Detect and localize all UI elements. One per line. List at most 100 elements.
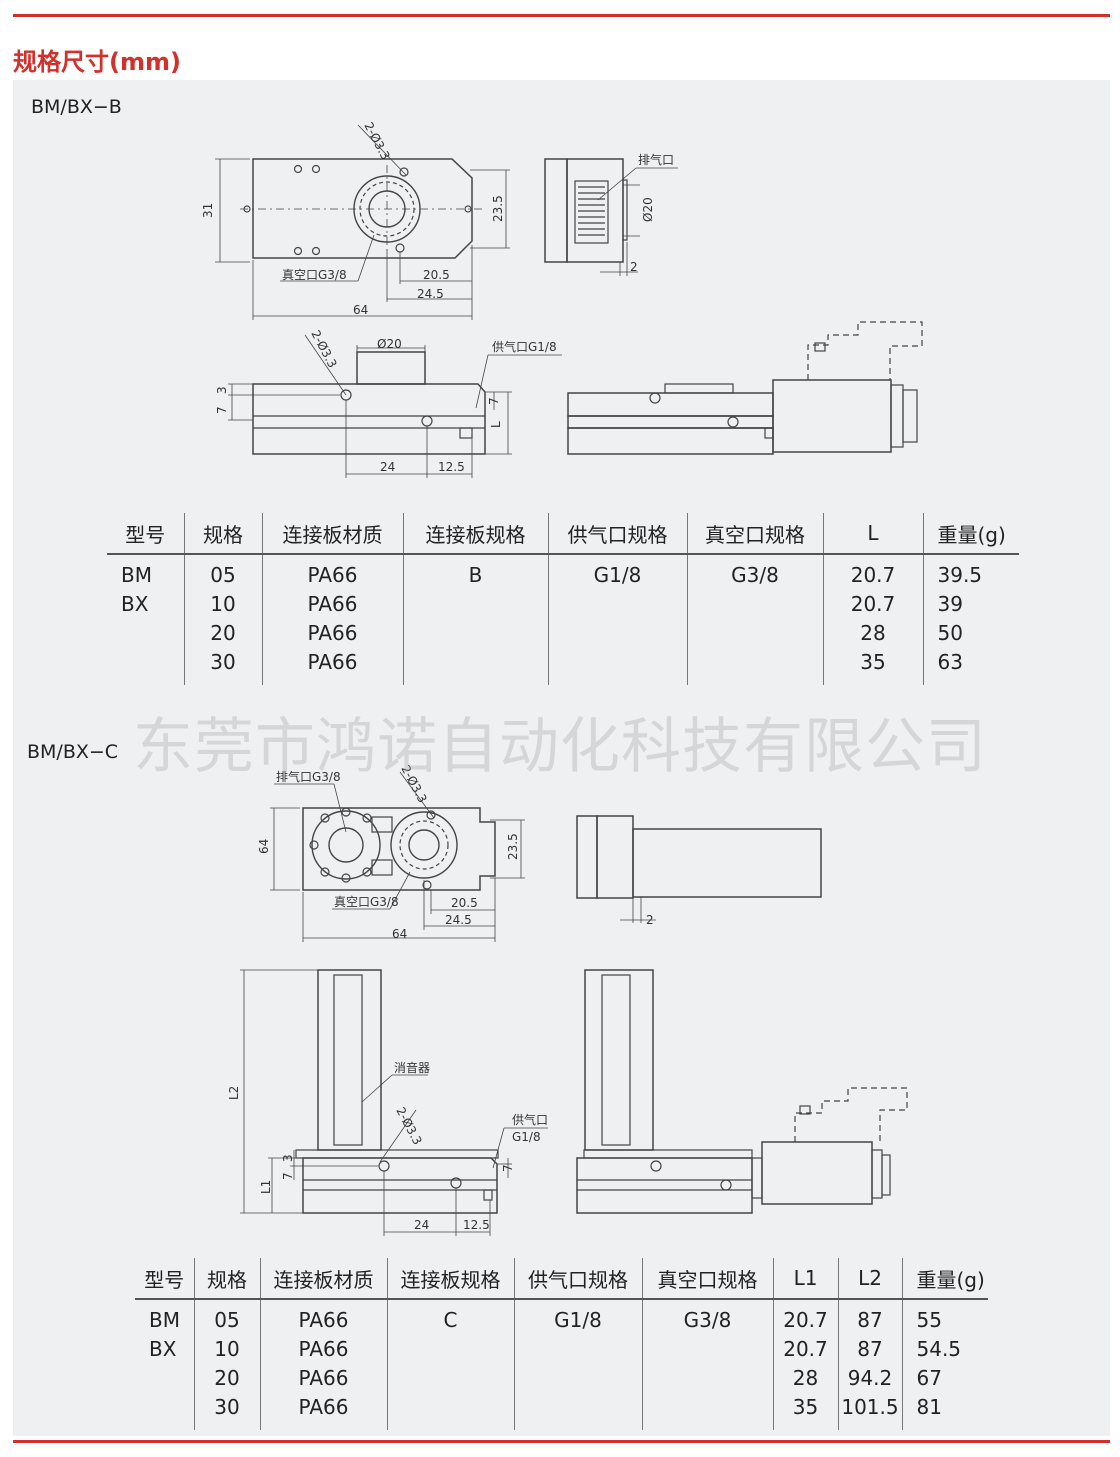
c-front-view (240, 969, 548, 1236)
cell: G3/8 (686, 554, 823, 590)
cell: G1/8 (513, 1299, 642, 1335)
table-row: 30 PA66 35 63 (107, 648, 1019, 685)
col-header: 连接板规格 (402, 513, 548, 555)
b-exhaust-label: 排气口 (638, 152, 674, 167)
cell (402, 648, 548, 685)
cell: 28 (772, 1364, 838, 1393)
c-vac-port-label: 真空口G3/8 (334, 895, 399, 909)
cell: C (386, 1299, 514, 1335)
cell (386, 1335, 514, 1364)
table-row: BM 05 PA66 B G1/8 G3/8 20.7 39.5 (107, 554, 1019, 590)
cell (686, 619, 823, 648)
b-dia20-side: Ø20 (641, 197, 655, 222)
col-header: 规格 (183, 513, 262, 555)
cell (402, 590, 548, 619)
b-dim-3: 3 (215, 386, 229, 394)
cell: 87 (837, 1299, 902, 1335)
cell (641, 1364, 773, 1393)
cell: PA66 (259, 1393, 387, 1430)
cell: 20.7 (772, 1335, 838, 1364)
cell: 50 (922, 619, 1019, 648)
cell: 20 (193, 1364, 260, 1393)
bottom-rule (13, 1440, 1110, 1443)
cell: G3/8 (641, 1299, 773, 1335)
b-dim-24: 24 (380, 460, 395, 474)
b-holes-label-2: 2-Ø3.3 (308, 328, 339, 370)
cell: BM (121, 563, 152, 587)
b-front-view-with-valve (567, 321, 923, 455)
cell: 28 (822, 619, 923, 648)
cell (513, 1364, 642, 1393)
b-dim-7: 7 (215, 406, 229, 414)
table-row: BM 05 PA66 C G1/8 G3/8 20.7 87 55 (135, 1299, 988, 1335)
cell: 10 (183, 590, 262, 619)
c-dim-20-5: 20.5 (451, 896, 478, 910)
table-header-row: 型号 规格 连接板材质 连接板规格 供气口规格 真空口规格 L1 L2 重量(g… (135, 1258, 988, 1300)
b-holes-label: 2-Ø3.3 (361, 120, 392, 162)
c-dim-2: 2 (646, 913, 654, 927)
cell: BX (149, 1337, 177, 1361)
b-dim-L: L (489, 421, 503, 428)
c-top-view (270, 771, 525, 942)
cell: 05 (183, 554, 262, 590)
drawing-panel (13, 80, 1110, 1436)
top-rule (13, 14, 1110, 17)
c-dim-12-5: 12.5 (463, 1218, 490, 1232)
c-dim-24-5: 24.5 (445, 913, 472, 927)
b-dim-20-5: 20.5 (423, 268, 450, 282)
table-row: 30 PA66 35 101.5 81 (135, 1393, 988, 1430)
col-header: 连接板材质 (261, 513, 403, 555)
c-supply-spec: G1/8 (512, 1130, 541, 1144)
col-header: 供气口规格 (513, 1258, 642, 1300)
cell (386, 1364, 514, 1393)
c-muffler-label: 消音器 (394, 1060, 430, 1075)
b-side-view (544, 158, 678, 276)
cell: B (402, 554, 548, 590)
cell (686, 590, 823, 619)
c-dim-23-5: 23.5 (506, 833, 520, 860)
c-exhaust-port-label: 排气口G3/8 (276, 769, 341, 784)
col-header: 重量(g) (901, 1258, 988, 1300)
cell (135, 1393, 194, 1430)
b-dim-2: 2 (630, 260, 638, 274)
cell: 20 (183, 619, 262, 648)
col-header: L1 (772, 1258, 838, 1300)
cell (547, 648, 687, 685)
col-header: 连接板规格 (386, 1258, 514, 1300)
cell: 20.7 (772, 1299, 838, 1335)
cell: G1/8 (547, 554, 687, 590)
col-header: 重量(g) (922, 513, 1019, 555)
cell (641, 1393, 773, 1430)
col-header: 供气口规格 (547, 513, 687, 555)
cell (513, 1393, 642, 1430)
table-row: 20 PA66 28 94.2 67 (135, 1364, 988, 1393)
c-holes-label-2: 2-Ø3.3 (393, 1105, 424, 1147)
col-header: L (822, 513, 923, 555)
cell: 20.7 (822, 590, 923, 619)
cell: 30 (183, 648, 262, 685)
b-dim-12-5: 12.5 (438, 460, 465, 474)
cell: 87 (837, 1335, 902, 1364)
b-dim-24-5: 24.5 (417, 287, 444, 301)
cell: 67 (901, 1364, 988, 1393)
variant-b-label: BM/BX−B (31, 96, 122, 118)
cell (386, 1393, 514, 1430)
b-dia20-front: Ø20 (377, 337, 402, 351)
c-dim-64: 64 (392, 927, 407, 941)
cell: 101.5 (837, 1393, 902, 1430)
section-title: 规格尺寸(mm) (13, 48, 181, 76)
cell: PA66 (261, 590, 403, 619)
b-top-view (215, 124, 510, 320)
col-header: 型号 (135, 1258, 194, 1300)
cell (135, 1364, 194, 1393)
cell: 94.2 (837, 1364, 902, 1393)
cell: 55 (901, 1299, 988, 1335)
c-dim-7-right: 7 (501, 1164, 515, 1172)
cell: BM (149, 1308, 180, 1332)
cell: 54.5 (901, 1335, 988, 1364)
c-dim-24: 24 (414, 1218, 429, 1232)
b-dim-7-right: 7 (487, 397, 501, 405)
table-row: BX 10 PA66 20.7 87 54.5 (135, 1335, 988, 1364)
cell: PA66 (259, 1299, 387, 1335)
